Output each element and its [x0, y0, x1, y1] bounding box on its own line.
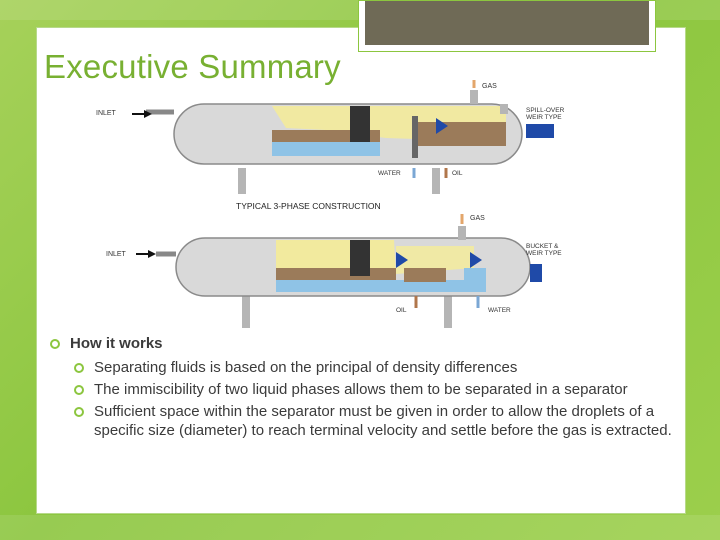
water-layer — [272, 142, 380, 156]
gas-region — [396, 246, 474, 274]
bullet-item-text: The immiscibility of two liquid phases a… — [94, 381, 628, 398]
bullet-circle-icon — [74, 363, 84, 373]
weir-label-bottom-1: BUCKET & — [526, 243, 559, 250]
gas-label-top: GAS — [482, 83, 497, 90]
water-label-top: WATER — [378, 170, 401, 177]
bullet-item: The immiscibility of two liquid phases a… — [50, 380, 680, 399]
background-stripe — [0, 515, 720, 540]
bullet-circle-icon — [74, 407, 84, 417]
bullet-heading: How it works — [50, 334, 680, 353]
bullet-circle-icon — [50, 339, 60, 349]
oil-bucket — [404, 268, 446, 282]
weir-plate — [412, 116, 418, 158]
slide-title: Executive Summary — [44, 48, 341, 85]
bullet-item-text: Sufficient space within the separator mu… — [94, 403, 672, 439]
diagram-caption: TYPICAL 3-PHASE CONSTRUCTION — [236, 201, 381, 211]
weir-label-bottom-2: WEIR TYPE — [526, 250, 562, 257]
water-chamber — [464, 268, 486, 290]
mist-pad — [350, 106, 370, 142]
title-accent-box — [358, 0, 656, 52]
separator-vessel-bottom — [156, 226, 542, 328]
mist-pad — [350, 240, 370, 276]
separator-vessel-top — [146, 90, 554, 194]
level-control-valve — [396, 252, 408, 268]
inlet-label-bottom: INLET — [106, 251, 127, 258]
level-control-valve — [436, 118, 448, 134]
inlet-label-top: INLET — [96, 110, 117, 117]
bullet-circle-icon — [74, 385, 84, 395]
flow-arrows-top — [132, 80, 476, 178]
oil-label-bottom: OIL — [396, 307, 407, 314]
title-accent-fill — [365, 1, 649, 45]
weir-label-top-1: SPILL-OVER — [526, 107, 565, 114]
flow-arrows-bottom — [136, 214, 480, 308]
water-layer — [276, 280, 486, 292]
bullet-heading-text: How it works — [70, 335, 163, 352]
level-control-valve — [470, 252, 482, 268]
bullet-item-text: Separating fluids is based on the princi… — [94, 359, 518, 376]
gas-label-bottom: GAS — [470, 215, 485, 222]
weir-label-top-2: WEIR TYPE — [526, 114, 562, 121]
bullet-item: Separating fluids is based on the princi… — [50, 358, 680, 377]
separator-diagram: INLET GAS SPILL-OVER WEIR TYPE WATER OIL… — [96, 80, 565, 328]
bullet-list: How it works Separating fluids is based … — [50, 334, 680, 443]
oil-label-top: OIL — [452, 170, 463, 177]
oil-chamber — [416, 122, 506, 146]
oil-layer — [276, 268, 396, 280]
bullet-item: Sufficient space within the separator mu… — [50, 402, 680, 440]
water-label-bottom: WATER — [488, 307, 511, 314]
